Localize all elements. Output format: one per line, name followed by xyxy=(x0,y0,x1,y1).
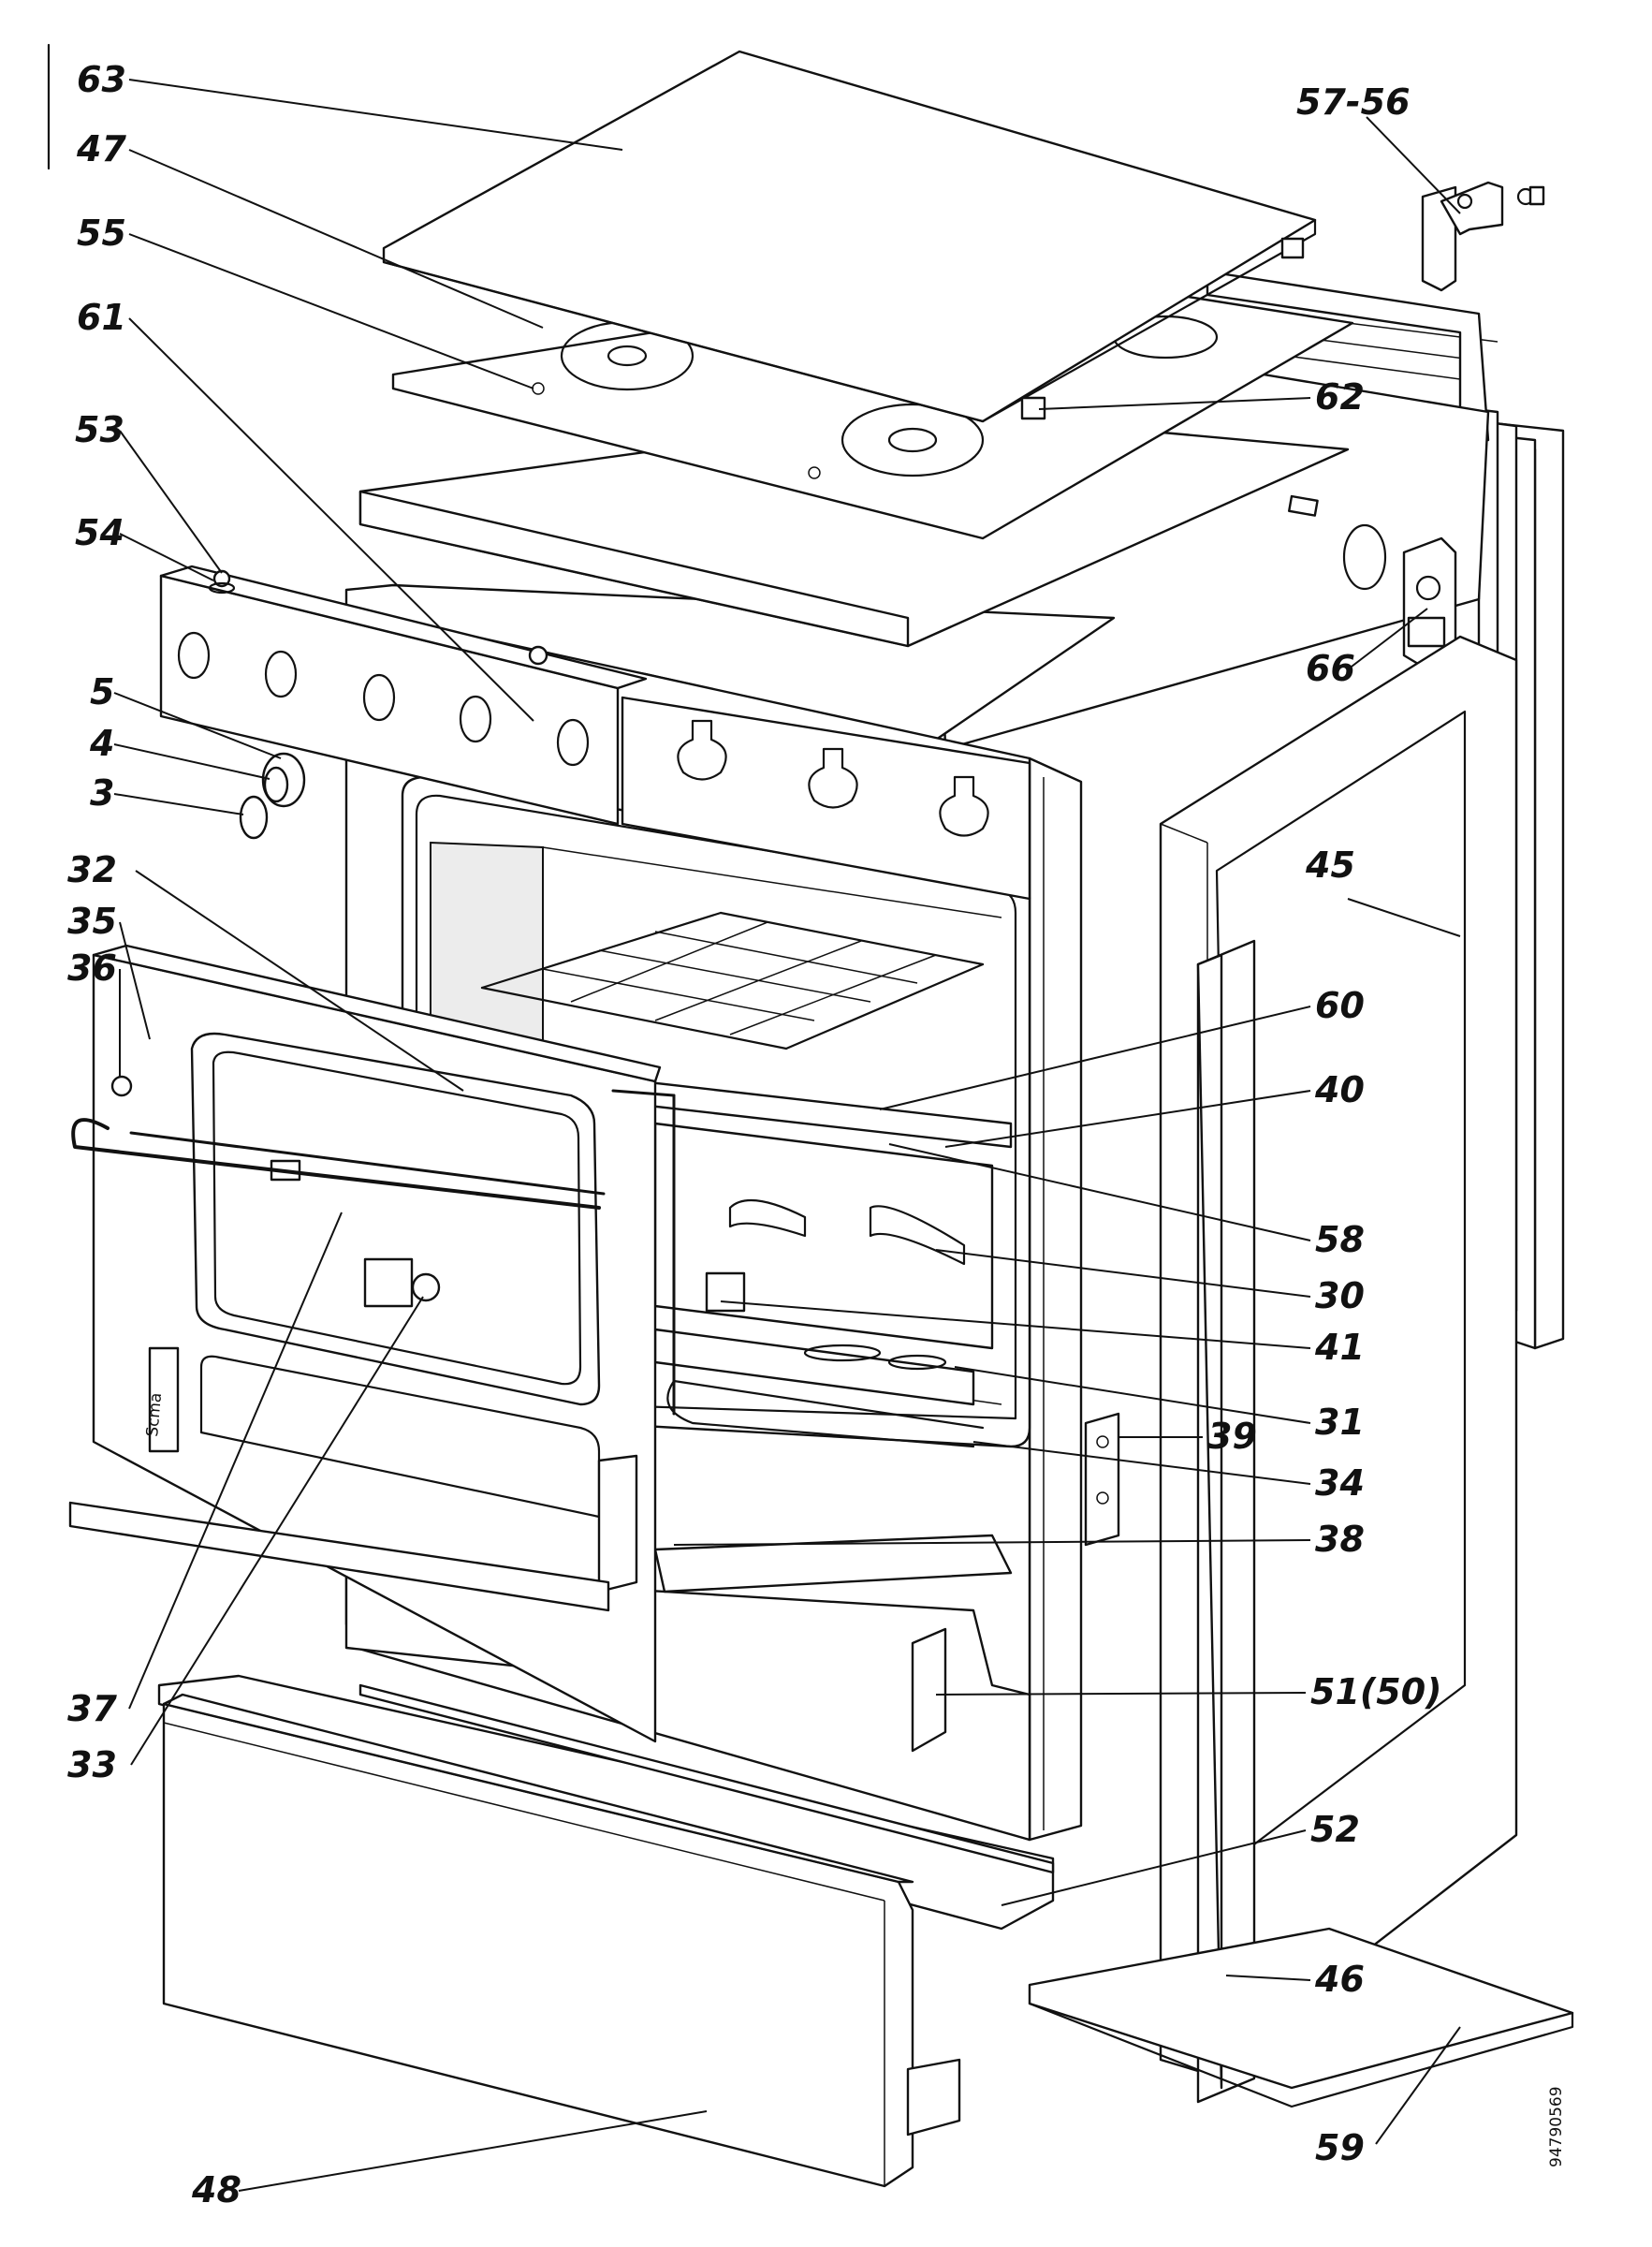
door-strip xyxy=(148,1346,180,1453)
door-bottom-trim xyxy=(68,1501,610,1612)
callout-58: 58 xyxy=(1315,1219,1365,1260)
hinge-bracket-57-56 xyxy=(1421,181,1545,292)
callout-39: 39 xyxy=(1207,1416,1257,1457)
washer-54 xyxy=(208,581,236,595)
door-hinge-bracket xyxy=(597,1454,638,1593)
rear-control-panel xyxy=(621,696,1031,901)
callout-54: 54 xyxy=(75,512,124,553)
callout-63: 63 xyxy=(77,59,126,100)
callout-33: 33 xyxy=(67,1744,117,1785)
callout-35: 35 xyxy=(67,901,117,942)
knob-spring-4 xyxy=(263,766,289,803)
callout-labels: 63 47 55 61 53 54 5 4 3 32 35 36 37 33 4… xyxy=(67,59,1442,2210)
door-screw-36 xyxy=(110,1075,133,1097)
control-panel-61 xyxy=(159,565,648,826)
callout-48: 48 xyxy=(191,2169,241,2210)
callout-52: 52 xyxy=(1310,1809,1360,1850)
callout-66: 66 xyxy=(1306,648,1355,689)
drawer-front-48 xyxy=(162,1693,961,2188)
callout-34: 34 xyxy=(1315,1462,1365,1504)
callout-60: 60 xyxy=(1315,985,1365,1026)
door-window-clip xyxy=(363,1257,414,1308)
callout-57-56: 57-56 xyxy=(1296,81,1411,123)
drawer-hinge xyxy=(906,2058,961,2137)
lamp-holder-41 xyxy=(705,1271,746,1313)
callout-59: 59 xyxy=(1315,2127,1365,2168)
door-handle-37 xyxy=(71,1118,601,1210)
callout-3: 3 xyxy=(90,772,114,814)
knob-hole-2 xyxy=(264,650,298,698)
callout-36: 36 xyxy=(67,947,117,989)
callout-37: 37 xyxy=(67,1688,117,1729)
leader-lines xyxy=(113,79,1461,2192)
callout-53: 53 xyxy=(75,409,124,450)
burner-opening-2 xyxy=(841,403,985,477)
callout-46: 46 xyxy=(1314,1959,1365,2000)
door-stamp: Scma xyxy=(143,1392,166,1438)
callout-40: 40 xyxy=(1314,1069,1365,1110)
base-tray-59 xyxy=(1028,1927,1574,2108)
callout-38: 38 xyxy=(1315,1519,1365,1560)
screw xyxy=(528,645,548,666)
callout-45: 45 xyxy=(1305,844,1355,886)
knob-hole-4 xyxy=(459,695,492,743)
callout-31: 31 xyxy=(1315,1402,1365,1443)
screw-53 xyxy=(212,569,231,588)
document-number: 94790569 xyxy=(1547,2086,1566,2167)
callout-4: 4 xyxy=(89,723,114,764)
callout-30: 30 xyxy=(1315,1275,1365,1316)
hinge-39 xyxy=(1084,1412,1120,1547)
callout-5: 5 xyxy=(90,671,114,712)
shelf-rack-60 xyxy=(480,911,985,1050)
callout-61: 61 xyxy=(77,297,126,338)
knob-hole-5 xyxy=(556,718,590,767)
door-glass-33 xyxy=(212,1050,582,1386)
heating-element-34 xyxy=(666,1379,985,1448)
callout-51-50: 51(50) xyxy=(1310,1671,1442,1712)
door-stop-33 xyxy=(411,1272,441,1302)
oven-door-32: Scma xyxy=(68,944,676,1743)
lid-hinge xyxy=(1280,237,1305,259)
callout-55: 55 xyxy=(77,213,126,254)
callout-32: 32 xyxy=(67,849,117,890)
callout-62: 62 xyxy=(1315,376,1365,418)
control-knob-assembly xyxy=(239,752,306,840)
callout-47: 47 xyxy=(76,128,126,169)
front-post-46 xyxy=(1196,939,1256,2104)
door-hinge-51 xyxy=(911,1627,947,1753)
callout-41: 41 xyxy=(1314,1327,1365,1368)
hob-assembly xyxy=(358,50,1354,648)
knob-3 xyxy=(239,795,269,840)
knob-hole-1 xyxy=(177,631,211,680)
knob-hole-3 xyxy=(362,673,396,722)
